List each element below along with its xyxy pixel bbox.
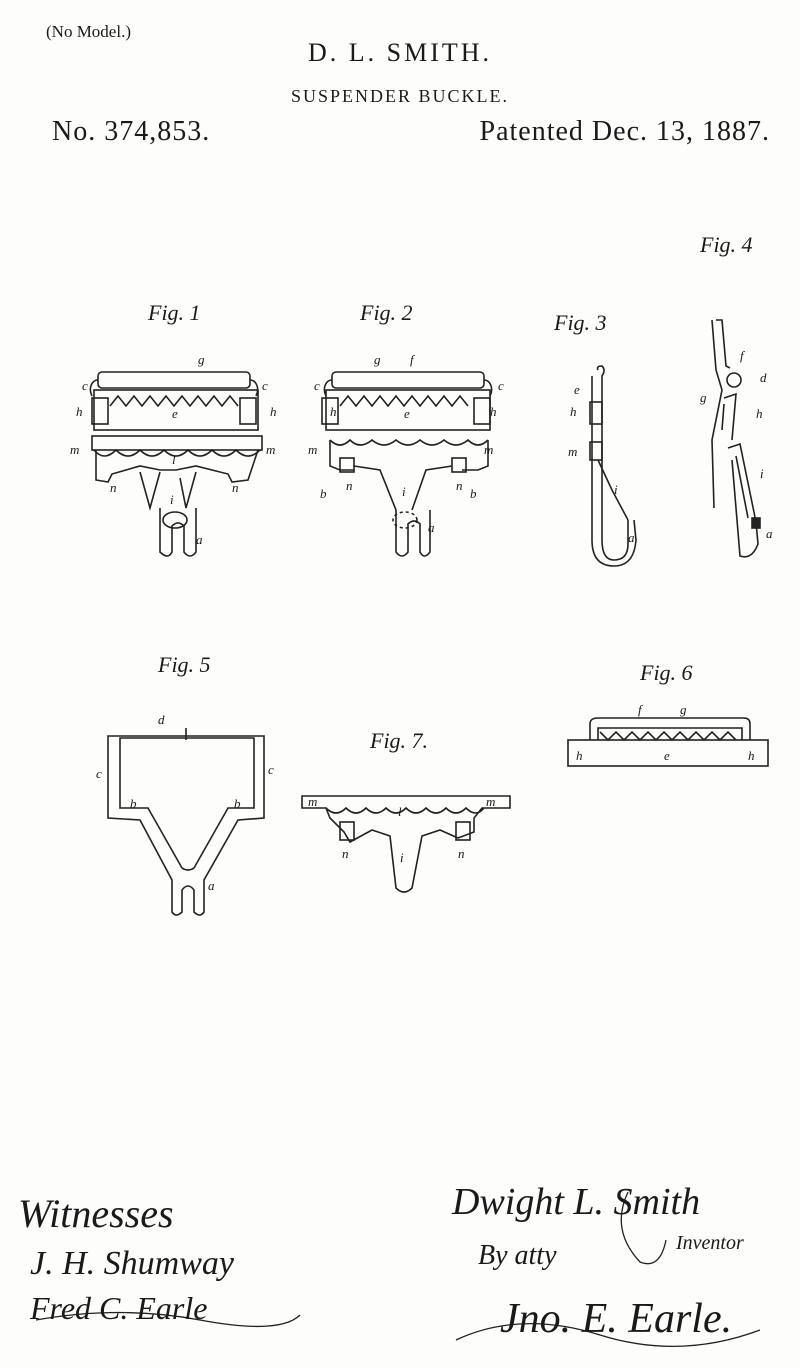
fig1-letter-c-right: c xyxy=(262,378,268,393)
fig5-letter-d: d xyxy=(158,712,165,727)
fig7-letter-n-right: n xyxy=(458,846,465,861)
fig2-letter-c-left: c xyxy=(314,378,320,393)
fig2-letter-n-left: n xyxy=(346,478,353,493)
fig6-letter-g: g xyxy=(680,702,687,717)
fig4-letter-d: d xyxy=(760,370,767,385)
fig2-letter-n-right: n xyxy=(456,478,463,493)
inventor-name: D. L. SMITH. xyxy=(307,38,493,67)
fig7-letter-l: l xyxy=(398,804,402,819)
fig7-letter-i: i xyxy=(400,850,404,865)
fig5-letter-b-left: b xyxy=(130,796,137,811)
fig5-letter-b-right: b xyxy=(234,796,241,811)
fig6-label: Fig. 6 xyxy=(640,660,693,685)
fig6-letter-h-right: h xyxy=(748,748,755,763)
fig6-letter-e: e xyxy=(664,748,670,763)
fig2-label: Fig. 2 xyxy=(360,300,413,325)
inventor-label: Inventor xyxy=(676,1232,744,1254)
fig3-letter-m: m xyxy=(568,444,578,459)
fig5-drawing xyxy=(107,728,265,916)
fig7-label: Fig. 7. xyxy=(370,728,429,753)
fig3-drawing xyxy=(589,365,637,567)
fig2-letter-h-right: h xyxy=(490,404,497,419)
fig6-drawing xyxy=(567,717,769,767)
fig4-label: Fig. 4 xyxy=(700,232,753,257)
fig2-letter-m-right: m xyxy=(484,442,494,457)
fig5-letter-c-left: c xyxy=(96,766,102,781)
fig3-letter-i: i xyxy=(614,482,618,497)
fig2-letter-i: i xyxy=(402,484,406,499)
inventor-signature: Dwight L. Smith xyxy=(452,1181,701,1223)
fig1-label: Fig. 1 xyxy=(148,300,201,325)
fig2-drawing xyxy=(321,371,493,557)
fig6-letter-h-left: h xyxy=(576,748,583,763)
fig2-letter-m-left: m xyxy=(308,442,318,457)
fig4-letter-h: h xyxy=(756,406,763,421)
fig5-label: Fig. 5 xyxy=(158,652,211,677)
fig3-letter-a: a xyxy=(628,530,635,545)
fig3-letter-h: h xyxy=(570,404,577,419)
fig2-letter-h-left: h xyxy=(330,404,337,419)
patent-number: No. 374,853. xyxy=(52,116,211,147)
fig1-letter-m-left: m xyxy=(70,442,80,457)
fig7-letter-n-left: n xyxy=(342,846,349,861)
fig4-drawing xyxy=(711,319,761,558)
fig1-letter-n-right: n xyxy=(232,480,239,495)
fig2-letter-b-right: b xyxy=(470,486,477,501)
fig1-letter-c-left: c xyxy=(82,378,88,393)
fig4-letter-i: i xyxy=(760,466,764,481)
fig1-letter-h-left: h xyxy=(76,404,83,419)
fig1-letter-g: g xyxy=(198,352,205,367)
fig2-letter-a: a xyxy=(428,520,435,535)
fig7-letter-m-right: m xyxy=(486,794,496,809)
fig7-drawing xyxy=(301,795,511,893)
fig3-label: Fig. 3 xyxy=(554,310,607,335)
fig4-letter-a: a xyxy=(766,526,773,541)
fig1-letter-n-left: n xyxy=(110,480,117,495)
attorney-signature: Jno. E. Earle. xyxy=(500,1296,733,1342)
signature-flourishes xyxy=(35,1191,761,1348)
fig5-letter-a: a xyxy=(208,878,215,893)
fig1-letter-m-right: m xyxy=(266,442,276,457)
fig5-letter-c-right: c xyxy=(268,762,274,777)
model-note: (No Model.) xyxy=(46,22,131,41)
fig2-letter-f: f xyxy=(410,352,414,367)
fig2-letter-b-left: b xyxy=(320,486,327,501)
by-atty-label: By atty xyxy=(478,1240,557,1271)
fig1-drawing xyxy=(89,371,263,557)
fig3-letter-e: e xyxy=(574,382,580,397)
witness-1-signature: J. H. Shumway xyxy=(30,1245,234,1282)
fig1-letter-a: a xyxy=(196,532,203,547)
fig7-letter-m-left: m xyxy=(308,794,318,809)
patent-date: Patented Dec. 13, 1887. xyxy=(479,116,770,147)
fig6-letter-f: f xyxy=(638,702,642,717)
fig2-letter-c-right: c xyxy=(498,378,504,393)
witness-2-signature: Fred C. Earle xyxy=(30,1290,208,1326)
witnesses-label: Witnesses xyxy=(18,1191,174,1236)
fig2-letter-e: e xyxy=(404,406,410,421)
fig1-letter-h-right: h xyxy=(270,404,277,419)
patent-subject: SUSPENDER BUCKLE. xyxy=(290,86,510,106)
fig4-letter-g: g xyxy=(700,390,707,405)
fig4-letter-f: f xyxy=(740,348,744,363)
fig1-letter-l: l xyxy=(172,452,176,467)
fig2-letter-g: g xyxy=(374,352,381,367)
fig1-letter-e: e xyxy=(172,406,178,421)
fig1-letter-i: i xyxy=(170,492,174,507)
